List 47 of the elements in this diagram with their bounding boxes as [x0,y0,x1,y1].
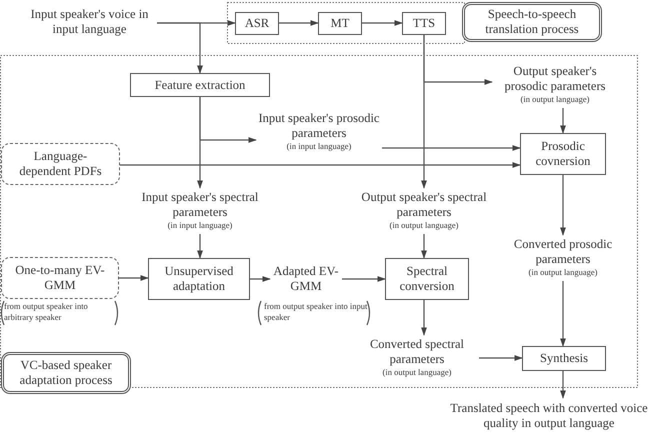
arrow [479,355,523,361]
arrow [560,371,566,399]
arrow [382,145,521,151]
arrow [119,275,149,281]
data-box: One-to-many EV-GMM [1,257,119,299]
data-box: Language-dependent PDFs [1,143,120,185]
process-title: Speech-to-speech translation process [462,2,602,42]
arrow [197,234,203,259]
signal-label: Output speaker's prosodic parameters [503,64,606,94]
arrow [342,276,386,282]
process-box: Spectral conversion [385,258,469,300]
signal-label: Converted spectral parameters [368,337,466,368]
process-title: VC-based speaker adaptation process [1,352,131,394]
signal-label: Input speaker's voice in input language [22,5,157,39]
signal-label: Converted prosodic parameters [512,237,614,268]
process-box: TTS [402,12,446,35]
arrow [279,20,319,26]
arrow [157,22,203,74]
signal-label: Output speaker's spectral parameters [360,190,488,220]
arrow [421,300,427,336]
language-note: (in output language) [520,94,590,106]
process-box: Unsupervised adaptation [148,258,250,300]
mapping-note: from output speaker into input speaker [264,301,368,324]
signal-label: Adapted EV-GMM [270,262,342,296]
signal-label: Translated speech with converted voice quality in output language [436,398,662,434]
language-note: (in output language) [382,367,452,379]
arrow [250,276,271,282]
arrow [560,175,566,236]
language-note: (in input language) [286,141,352,153]
language-note: (in input language) [168,220,232,232]
process-box: ASR [235,12,279,35]
process-box: MT [318,12,362,35]
signal-label: Input speaker's prosodic parameters [258,111,380,142]
process-box: Feature extraction [130,73,270,97]
mapping-note: from output speaker into arbitrary speaker [4,301,89,324]
language-note: (in output language) [390,220,458,232]
arrow [421,234,427,259]
signal-label: Input speaker's spectral parameters [140,190,260,220]
arrow [560,281,566,347]
language-note: (in output language) [528,267,598,279]
arrow [560,108,566,134]
arrow [197,97,203,189]
process-box: Synthesis [522,346,606,371]
process-box: Prosodic covnersion [520,133,606,175]
arrow [421,35,427,189]
arrow [120,162,521,168]
arrow [362,20,403,26]
